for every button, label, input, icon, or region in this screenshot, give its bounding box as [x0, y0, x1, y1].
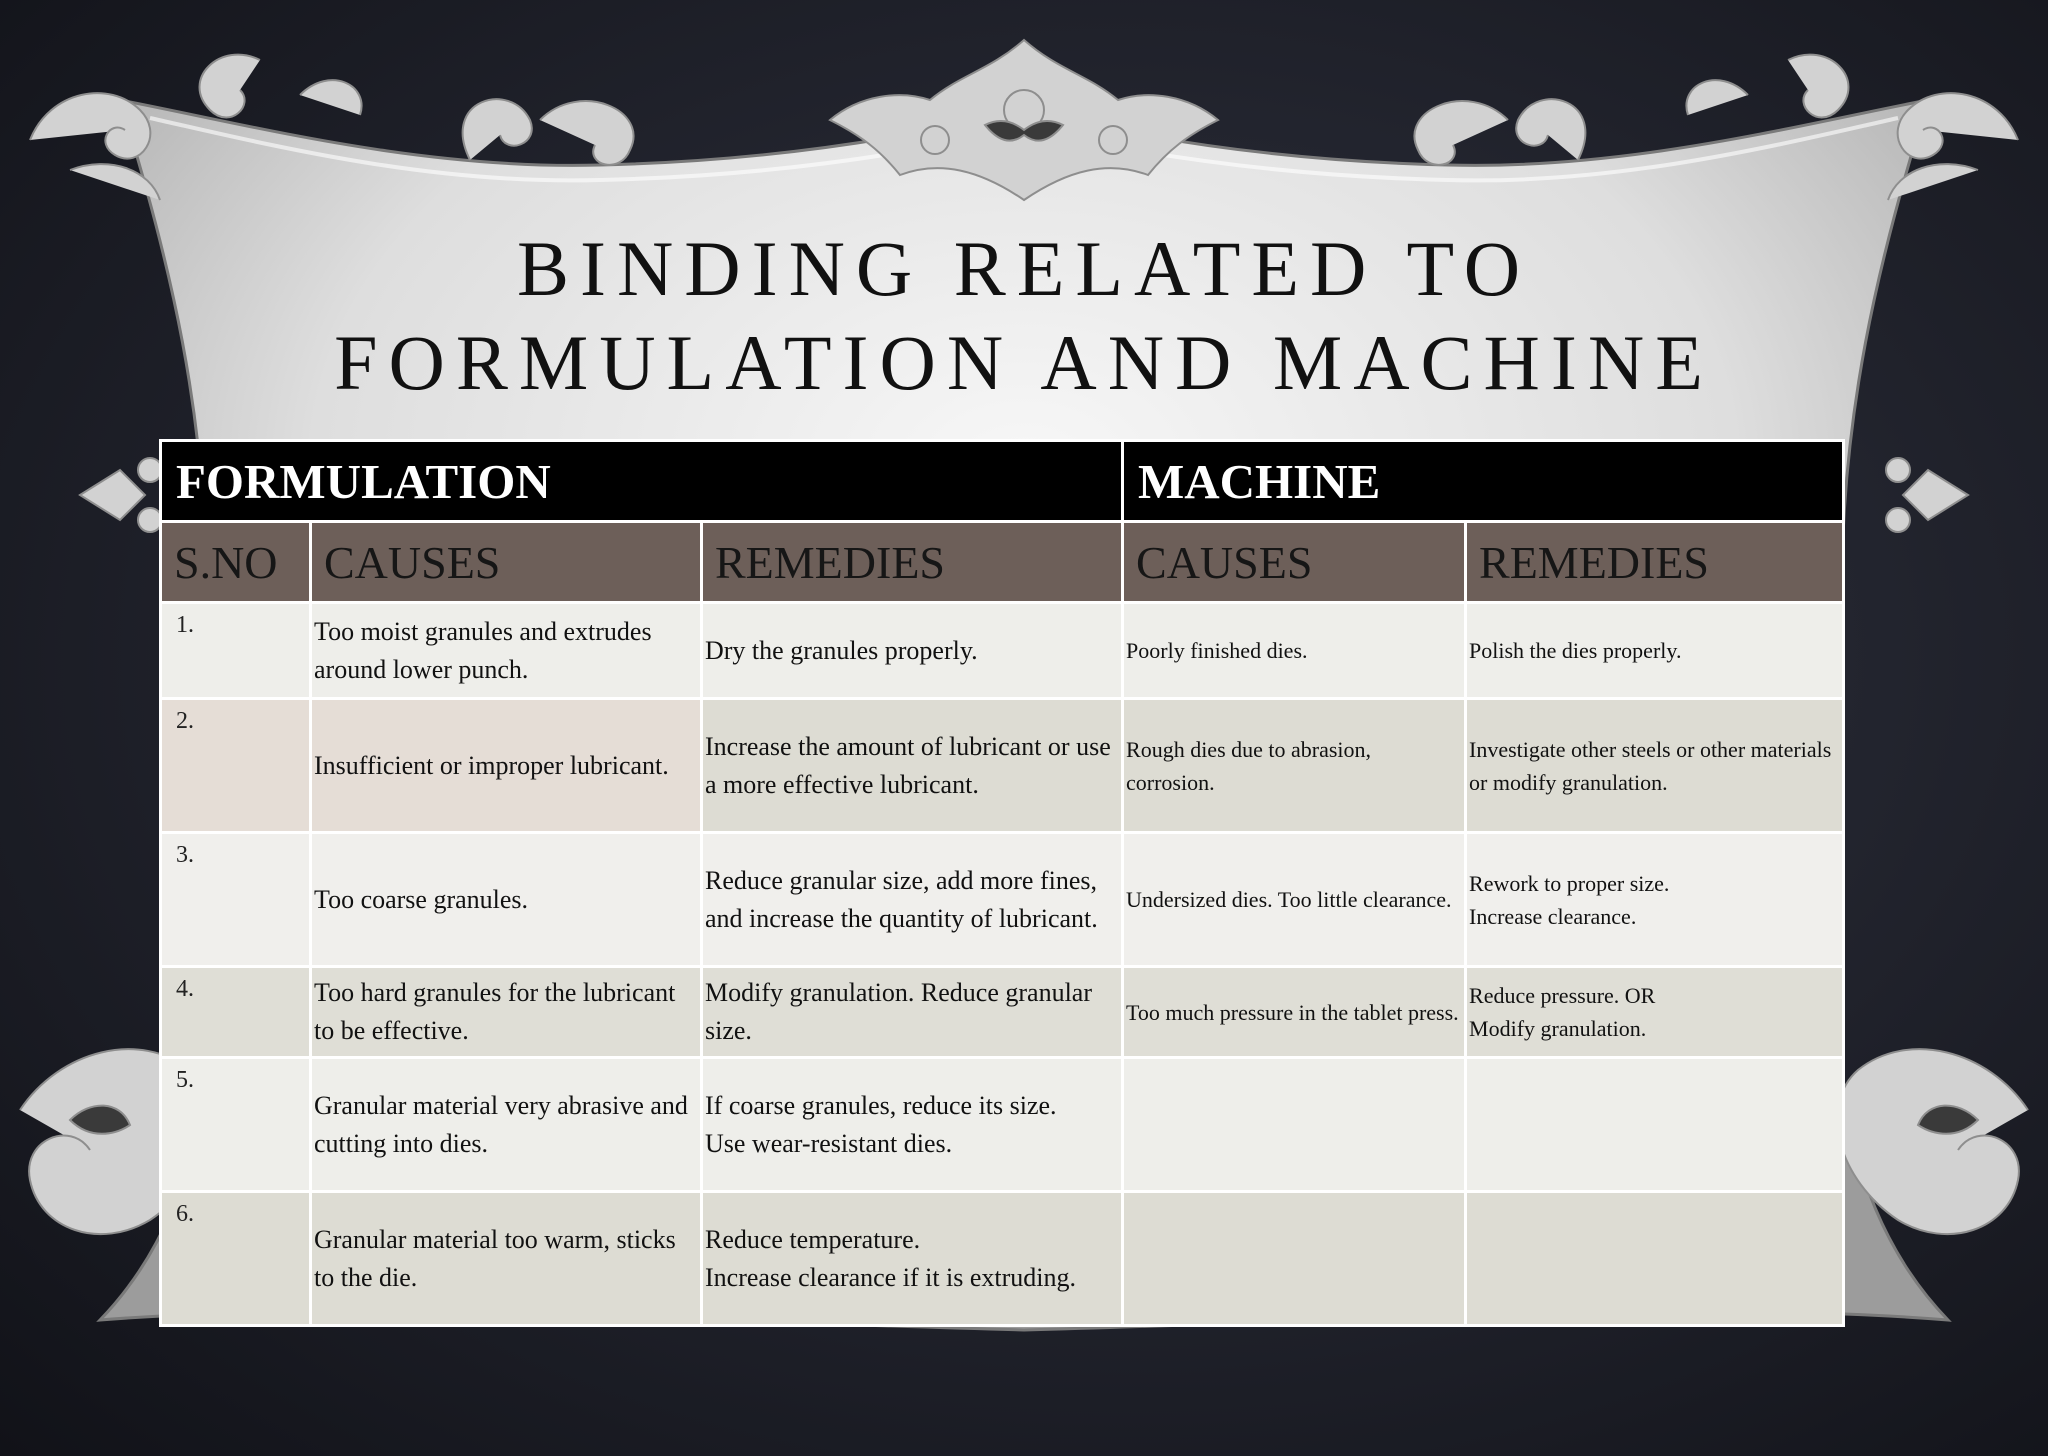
- formulation-remedy-cell: Increase the amount of lubricant or use …: [699, 697, 1125, 834]
- table-row: 5. Granular material very abrasive and c…: [159, 1056, 1846, 1193]
- machine-remedy-cell: [1464, 1056, 1846, 1193]
- title-line-1: BINDING RELATED TO: [516, 225, 1532, 312]
- table-row: 4. Too hard granules for the lubricant t…: [159, 965, 1846, 1059]
- col-machine-remedies: REMEDIES: [1464, 520, 1846, 604]
- column-header-row: S.NO CAUSES REMEDIES CAUSES REMEDIES: [159, 520, 1846, 604]
- machine-remedy-cell: Reduce pressure. OR Modify granulation.: [1464, 965, 1846, 1059]
- formulation-cause-cell: Too hard granules for the lubricant to b…: [309, 965, 703, 1059]
- formulation-remedy-cell: If coarse granules, reduce its size. Use…: [699, 1056, 1125, 1193]
- top-left-corner-ornament: [29, 92, 161, 201]
- top-scrolls: [198, 53, 1850, 166]
- formulation-cause-cell: Insufficient or improper lubricant.: [309, 697, 703, 834]
- sno-cell: 5.: [159, 1056, 312, 1193]
- title-line-2: FORMULATION AND MACHINE: [334, 319, 1714, 406]
- sno-cell: 2.: [159, 697, 312, 834]
- binding-table: FORMULATION MACHINE S.NO CAUSES REMEDIES…: [158, 439, 1846, 1327]
- machine-header: MACHINE: [1121, 439, 1846, 523]
- formulation-header: FORMULATION: [158, 439, 1125, 523]
- formulation-remedy-cell: Reduce temperature. Increase clearance i…: [699, 1190, 1125, 1327]
- formulation-remedy-cell: Dry the granules properly.: [699, 601, 1125, 700]
- formulation-cause-cell: Granular material too warm, sticks to th…: [309, 1190, 703, 1327]
- formulation-remedy-cell: Reduce granular size, add more fines, an…: [699, 831, 1125, 968]
- formulation-remedy-cell: Modify granulation. Reduce granular size…: [699, 965, 1125, 1059]
- table-row: 6. Granular material too warm, sticks to…: [159, 1190, 1846, 1327]
- crest-ornament: [828, 38, 1220, 202]
- top-right-corner-ornament: [1887, 92, 2019, 201]
- table-row: 3. Too coarse granules. Reduce granular …: [159, 831, 1846, 968]
- machine-cause-cell: [1121, 1056, 1468, 1193]
- sno-cell: 4.: [159, 965, 312, 1059]
- table-row: 1. Too moist granules and extrudes aroun…: [159, 601, 1846, 700]
- col-formulation-remedies: REMEDIES: [699, 520, 1125, 604]
- sno-cell: 6.: [159, 1190, 312, 1327]
- col-sno: S.NO: [159, 520, 312, 604]
- group-header-row: FORMULATION MACHINE: [158, 439, 1846, 523]
- machine-cause-cell: [1121, 1190, 1468, 1327]
- machine-remedy-cell: Investigate other steels or other materi…: [1464, 697, 1846, 834]
- col-formulation-causes: CAUSES: [309, 520, 703, 604]
- machine-cause-cell: Undersized dies. Too little clearance.: [1121, 831, 1468, 968]
- right-side-fleur: [1885, 457, 1970, 533]
- machine-cause-cell: Too much pressure in the tablet press.: [1121, 965, 1468, 1059]
- col-machine-causes: CAUSES: [1121, 520, 1468, 604]
- machine-cause-cell: Poorly finished dies.: [1121, 601, 1468, 700]
- machine-remedy-cell: [1464, 1190, 1846, 1327]
- slide-title: BINDING RELATED TO FORMULATION AND MACHI…: [160, 222, 1888, 410]
- sno-cell: 3.: [159, 831, 312, 968]
- formulation-cause-cell: Too coarse granules.: [309, 831, 703, 968]
- sno-cell: 1.: [159, 601, 312, 700]
- left-side-fleur: [78, 457, 163, 533]
- bottom-right-corner-ornament: [1736, 1048, 2029, 1324]
- table-row: 2. Insufficient or improper lubricant. I…: [159, 697, 1846, 834]
- machine-remedy-cell: Rework to proper size. Increase clearanc…: [1464, 831, 1846, 968]
- machine-remedy-cell: Polish the dies properly.: [1464, 601, 1846, 700]
- formulation-cause-cell: Granular material very abrasive and cutt…: [309, 1056, 703, 1193]
- formulation-cause-cell: Too moist granules and extrudes around l…: [309, 601, 703, 700]
- machine-cause-cell: Rough dies due to abrasion, corrosion.: [1121, 697, 1468, 834]
